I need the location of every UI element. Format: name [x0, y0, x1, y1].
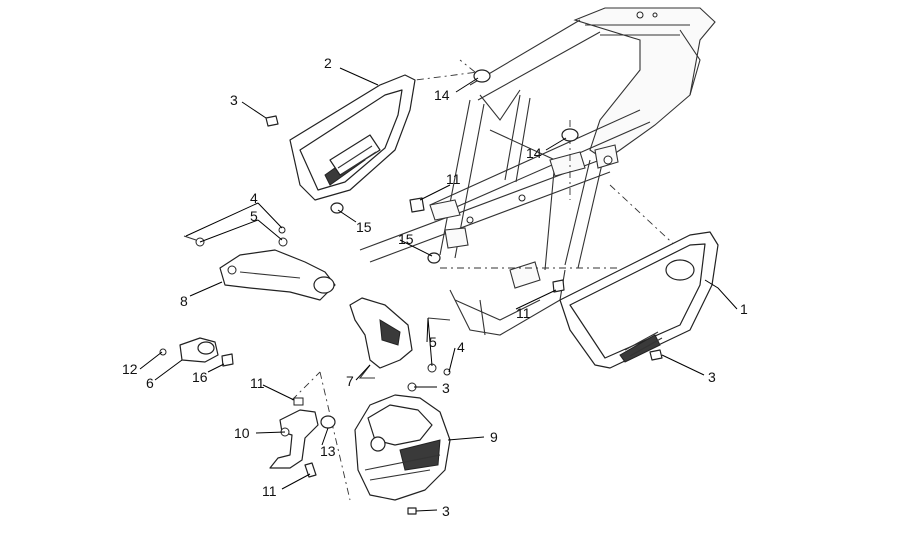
motorcycle-frame [359, 7, 716, 336]
callout-labels: 1 2 3 3 3 3 4 4 5 5 6 7 8 9 10 11 11 11 … [122, 55, 748, 519]
callout-3-right: 3 [708, 369, 716, 385]
screw-3-top [265, 115, 279, 127]
callout-1: 1 [740, 301, 748, 317]
callout-11-bracket-bottom: 11 [262, 483, 277, 499]
part-10-bracket [269, 397, 336, 469]
callout-15-a: 15 [356, 219, 372, 235]
callout-11-bracket-top: 11 [250, 375, 265, 391]
clip-11-b [552, 279, 565, 293]
callout-2: 2 [324, 55, 332, 71]
part-2-left-side-cover [289, 74, 416, 201]
washer-5-right [278, 237, 288, 247]
part-1-right-side-cover [559, 231, 719, 369]
callout-11-frame-lower: 11 [516, 305, 531, 321]
screw-3-right [649, 349, 663, 361]
callout-3-mid: 3 [442, 380, 450, 396]
grommet-15-a [330, 202, 344, 214]
grommet-14-top [473, 69, 491, 83]
clip-11-c [304, 462, 317, 478]
callout-7: 7 [346, 373, 354, 389]
screw-12 [159, 348, 167, 356]
callout-5-mid: 5 [429, 334, 437, 350]
callout-12: 12 [122, 361, 138, 377]
callout-14-top: 14 [434, 87, 450, 103]
screw-3-bottom [407, 507, 417, 515]
callout-10: 10 [234, 425, 250, 441]
callout-5-left: 5 [250, 208, 258, 224]
leader-lines [139, 67, 738, 512]
clip-11-a [409, 197, 425, 213]
washer-4-right [278, 226, 286, 234]
part-6-small-bracket [179, 337, 234, 367]
part-9-engine-cover [354, 394, 451, 501]
callout-4-mid: 4 [457, 339, 465, 355]
callout-16: 16 [192, 369, 208, 385]
assembly-lines [291, 59, 681, 501]
screw-4-mid [427, 317, 451, 321]
callout-4-left: 4 [250, 190, 258, 206]
callout-15-b: 15 [398, 231, 414, 247]
callout-8: 8 [180, 293, 188, 309]
callout-3-bottom: 3 [442, 503, 450, 519]
callout-13: 13 [320, 443, 336, 459]
part-8-upper-cover [219, 249, 336, 301]
callout-11-frame: 11 [446, 171, 461, 187]
washer-4-mid [443, 368, 451, 376]
callout-6: 6 [146, 375, 154, 391]
part-7-small-cover [349, 297, 413, 379]
screw-4-left [183, 235, 197, 241]
callout-14-mid: 14 [526, 145, 542, 161]
callout-9: 9 [490, 429, 498, 445]
callout-3-top: 3 [230, 92, 238, 108]
